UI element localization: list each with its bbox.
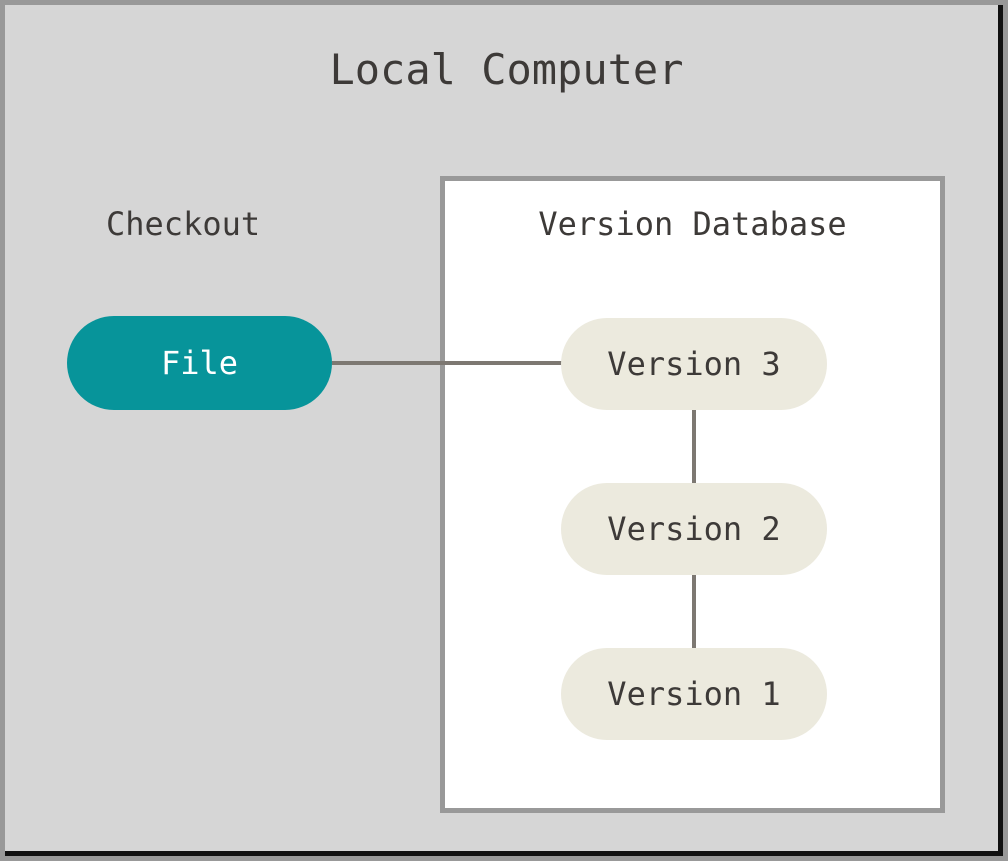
node-file-label: File (160, 344, 239, 382)
node-version-1[interactable]: Version 1 (561, 648, 827, 740)
node-version-3-label: Version 3 (607, 345, 781, 383)
version-database-title: Version Database (538, 205, 847, 243)
node-file[interactable]: File (67, 316, 332, 410)
diagram-title: Local Computer (329, 45, 684, 94)
node-version-2-label: Version 2 (607, 510, 781, 548)
node-version-1-label: Version 1 (607, 675, 781, 713)
frame-edge-right (998, 5, 1003, 856)
node-version-2[interactable]: Version 2 (561, 483, 827, 575)
node-version-3[interactable]: Version 3 (561, 318, 827, 410)
checkout-label: Checkout (106, 205, 261, 243)
frame-edge-bottom (5, 851, 1003, 856)
